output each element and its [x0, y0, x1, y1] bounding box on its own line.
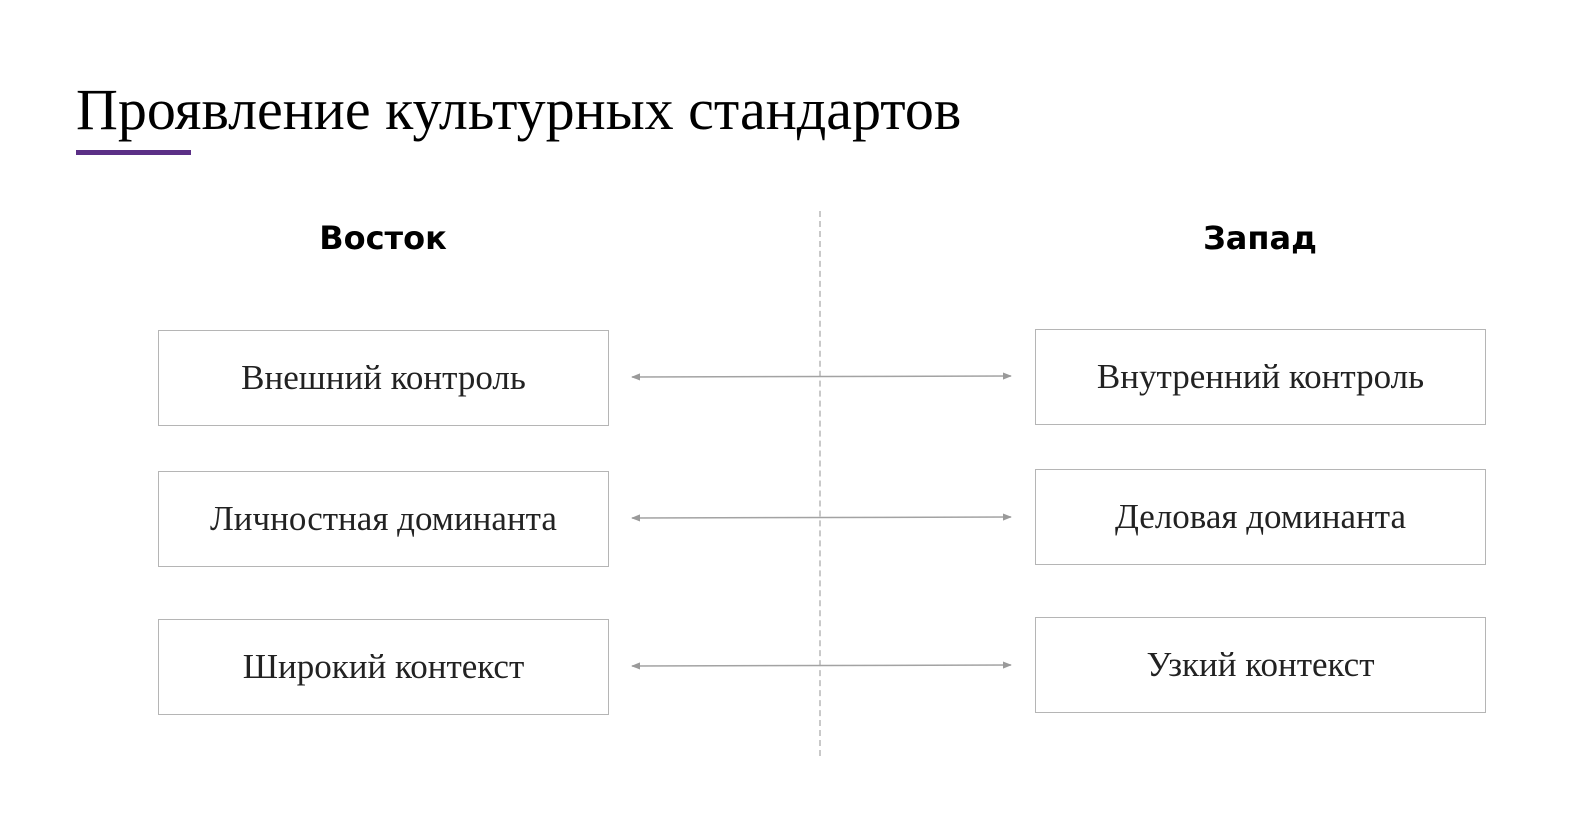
double-arrow-2 — [631, 513, 1012, 522]
west-box-1: Внутренний контроль — [1035, 329, 1486, 425]
column-header-west: Запад — [1203, 219, 1317, 257]
double-arrow-1 — [631, 372, 1012, 381]
center-divider — [819, 211, 821, 756]
east-box-1: Внешний контроль — [158, 330, 609, 426]
slide-title: Проявление культурных стандартов — [76, 77, 962, 142]
double-arrow-3 — [631, 661, 1012, 670]
column-header-east: Восток — [319, 219, 447, 257]
title-underline — [76, 150, 191, 155]
west-box-3: Узкий контекст — [1035, 617, 1486, 713]
east-box-2: Личностная доминанта — [158, 471, 609, 567]
west-box-2: Деловая доминанта — [1035, 469, 1486, 565]
east-box-3: Широкий контекст — [158, 619, 609, 715]
